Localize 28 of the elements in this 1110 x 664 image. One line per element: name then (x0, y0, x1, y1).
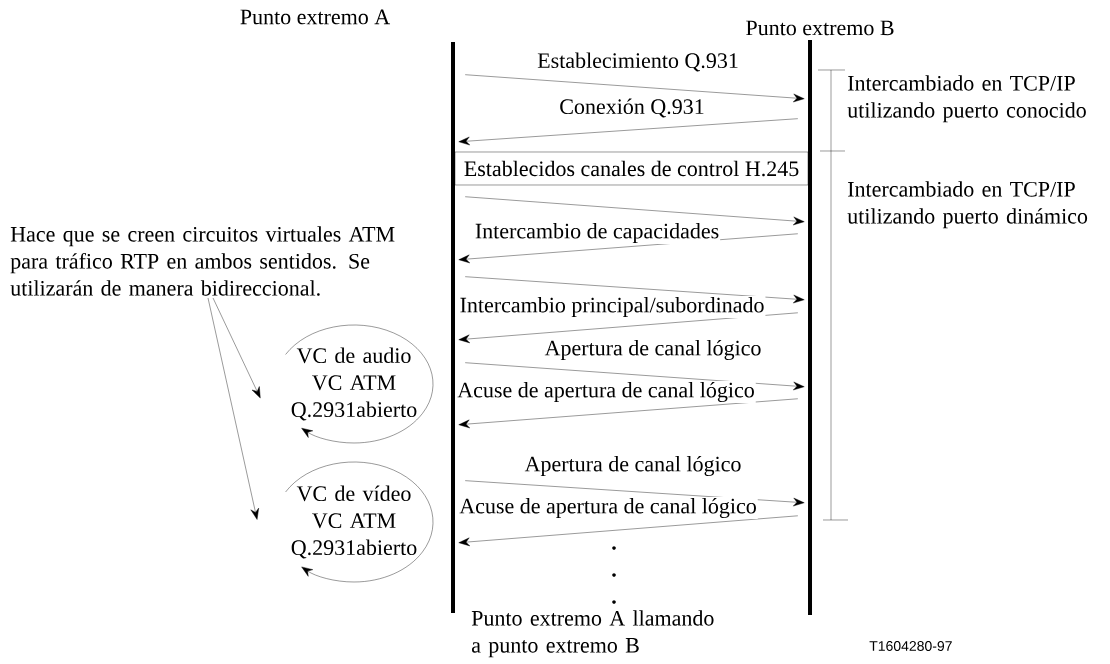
edge-label: Acuse de apertura de canal lógico (458, 497, 758, 519)
phase-band: Establecidos canales de control H.245 (454, 151, 809, 186)
message-arrow (465, 362, 805, 391)
edge-label: Intercambio principal/subordinado (458, 296, 766, 318)
edge-label: Intercambio de capacidades (473, 222, 721, 244)
edge-label: Conexión Q.931 (558, 97, 706, 119)
edge-label: Establecimiento Q.931 (536, 51, 740, 73)
edge-label: Apertura de canal lógico (543, 338, 763, 361)
node-label: VC de audio VC ATM Q.2931abierto (291, 347, 417, 421)
figure-number: T1604280-97 (869, 641, 952, 651)
side-note: Intercambiado en TCP/IP utilizando puerto conocido (847, 75, 1086, 123)
edge-label: Apertura de canal lógico (523, 455, 743, 477)
message-arrow (465, 276, 805, 304)
message-arrow (458, 515, 799, 547)
message-arrow (458, 118, 799, 146)
leader-arrow (207, 297, 259, 520)
note-text: Hace que se creen circuitos virtuales ATM para tráfico RTP en ambos sentidos. Se utilizarán de manera bidireccional. (10, 226, 395, 296)
edge-label: Acuse de apertura de canal lógico (456, 380, 756, 403)
message-arrow (458, 398, 799, 429)
message-arrow (465, 196, 805, 226)
side-note: Intercambiado en TCP/IP utilizando puerto dinámico (847, 181, 1088, 229)
caption-text: Punto extremo A llamando a punto extremo B (471, 610, 714, 658)
lifeline-heading: Punto extremo A (240, 9, 390, 25)
lifeline-heading: Punto extremo B (746, 20, 894, 36)
message-arrow (458, 312, 799, 344)
leader-arrow (212, 297, 261, 399)
node-label: VC de vídeo VC ATM Q.2931abierto (291, 485, 417, 559)
message-arrow (465, 74, 805, 103)
